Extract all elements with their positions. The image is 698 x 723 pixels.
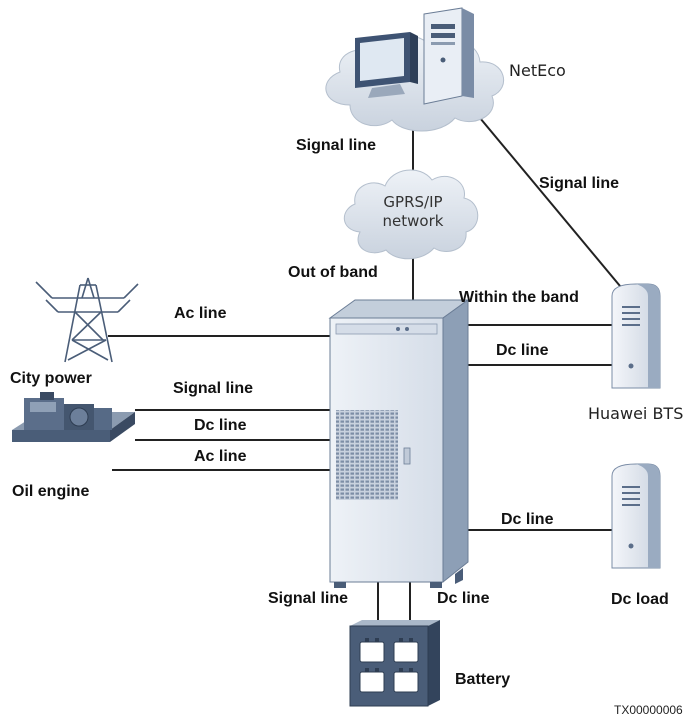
power-tower-icon bbox=[35, 277, 139, 363]
link-label-engine-signal: Signal line bbox=[173, 380, 254, 397]
link-label-dc-load: Dc line bbox=[501, 511, 554, 528]
connection-lines bbox=[108, 111, 626, 623]
link-label-bts-dc: Dc line bbox=[496, 342, 549, 359]
link-label-engine-ac: Ac line bbox=[194, 448, 247, 465]
huawei-bts-icon bbox=[611, 283, 661, 389]
city-power-label: City power bbox=[10, 370, 92, 387]
link-label-neteco-gprs: Signal line bbox=[296, 137, 377, 154]
line-neteco-bts bbox=[474, 111, 626, 293]
gprs-cloud bbox=[343, 169, 479, 260]
link-label-battery-dc: Dc line bbox=[437, 590, 490, 607]
link-label-battery-signal: Signal line bbox=[268, 590, 349, 607]
oil-engine-icon bbox=[12, 392, 135, 442]
link-label-engine-dc: Dc line bbox=[194, 417, 247, 434]
gprs-network-label-line1: GPRS/IP bbox=[383, 193, 443, 211]
gprs-network-label-line2: network bbox=[382, 211, 444, 230]
link-label-within-band: Within the band bbox=[459, 289, 579, 306]
neteco-label: NetEco bbox=[509, 61, 566, 80]
dc-load-icon bbox=[611, 463, 661, 569]
neteco-computer-icon bbox=[355, 7, 474, 105]
gprs-network-label: GPRS/IP network bbox=[368, 193, 458, 231]
battery-icon bbox=[349, 620, 440, 707]
figure-code: TX00000006 bbox=[614, 703, 683, 717]
link-label-neteco-bts: Signal line bbox=[539, 175, 620, 192]
huawei-bts-label: Huawei BTS bbox=[588, 404, 684, 423]
link-label-city-ac: Ac line bbox=[174, 305, 227, 322]
oil-engine-label: Oil engine bbox=[12, 483, 90, 500]
power-cabinet bbox=[328, 299, 470, 588]
dc-load-label: Dc load bbox=[611, 591, 669, 608]
link-label-out-of-band: Out of band bbox=[288, 264, 378, 281]
battery-label: Battery bbox=[455, 671, 511, 688]
